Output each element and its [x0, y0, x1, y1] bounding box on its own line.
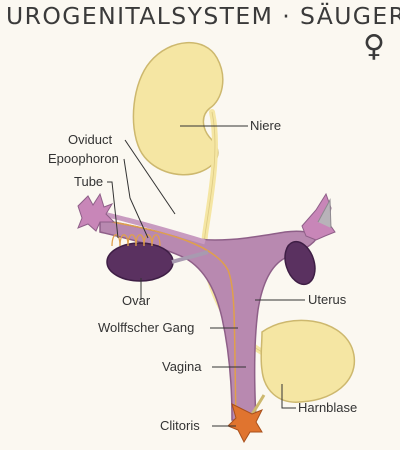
clitoris — [227, 403, 264, 444]
ovary-right — [284, 240, 316, 286]
label-oviduct: Oviduct — [68, 132, 112, 147]
female-symbol-icon: ♀ — [363, 29, 385, 64]
label-tube: Tube — [74, 174, 103, 189]
fimbria-left — [77, 192, 116, 232]
ovary-left — [106, 242, 174, 282]
label-uterus: Uterus — [308, 292, 347, 307]
page-title: UROGENITALSYSTEM · SÄUGER — [6, 2, 400, 30]
label-harnblase: Harnblase — [298, 400, 357, 415]
leader-lines — [107, 125, 305, 427]
epoophoron — [111, 234, 161, 247]
label-clitoris: Clitoris — [160, 418, 200, 433]
label-vagina: Vagina — [162, 359, 202, 374]
bladder — [260, 319, 356, 403]
label-wolffscher-gang: Wolffscher Gang — [98, 320, 194, 335]
uterus — [99, 219, 319, 421]
label-niere: Niere — [250, 118, 281, 133]
label-ovar: Ovar — [122, 293, 151, 308]
label-epoophoron: Epoophoron — [48, 151, 119, 166]
kidney — [132, 42, 224, 176]
